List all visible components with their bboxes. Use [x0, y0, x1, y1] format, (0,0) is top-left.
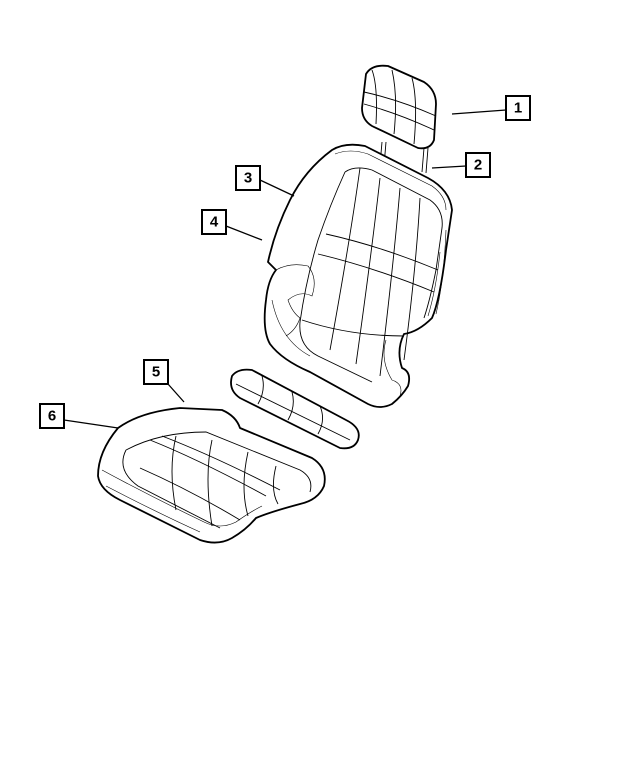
callout-3-label: 3: [244, 170, 252, 187]
leader-6: [63, 419, 119, 429]
leader-2: [431, 165, 467, 169]
seat-back-bolster-left: [271, 264, 315, 357]
leader-5: [167, 383, 185, 403]
callout-2[interactable]: 2: [465, 152, 491, 178]
leader-3: [259, 179, 295, 197]
leader-1: [451, 109, 507, 115]
seat-cushion-front-edge: [101, 469, 263, 533]
callout-6[interactable]: 6: [39, 403, 65, 429]
headrest-drawing: [361, 64, 437, 174]
callout-4[interactable]: 4: [201, 209, 227, 235]
seat-back-seam-horizontal: [301, 233, 439, 337]
headrest-seam-b: [363, 91, 437, 131]
headrest-seam-a: [371, 69, 417, 145]
callout-5-label: 5: [152, 364, 160, 381]
cushion-bolster-drawing: [230, 368, 360, 450]
seat-cushion-seam-a: [139, 435, 281, 521]
cushion-bolster-seam: [235, 375, 351, 441]
seat-cushion-seam-b: [171, 435, 279, 527]
seat-back-top-trim: [334, 150, 447, 211]
leader-lines: [63, 109, 507, 429]
seat-cushion-top-panel: [122, 431, 312, 529]
callout-3[interactable]: 3: [235, 165, 261, 191]
headrest-body: [361, 64, 437, 150]
seat-back-bolster-right: [383, 229, 447, 397]
callout-1[interactable]: 1: [505, 95, 531, 121]
seat-back-drawing: [263, 143, 453, 408]
callout-5[interactable]: 5: [143, 359, 169, 385]
headrest-post-right: [421, 147, 429, 174]
callout-6-label: 6: [48, 408, 56, 425]
callout-2-label: 2: [474, 157, 482, 174]
seat-cushion-drawing: [97, 407, 326, 544]
seat-back-outer: [263, 143, 453, 408]
seat-back-seam-vertical: [329, 167, 421, 377]
leader-4: [225, 225, 263, 241]
callout-4-label: 4: [210, 214, 219, 231]
seat-back-inner-panel: [299, 167, 443, 383]
callout-1-label: 1: [514, 100, 522, 117]
